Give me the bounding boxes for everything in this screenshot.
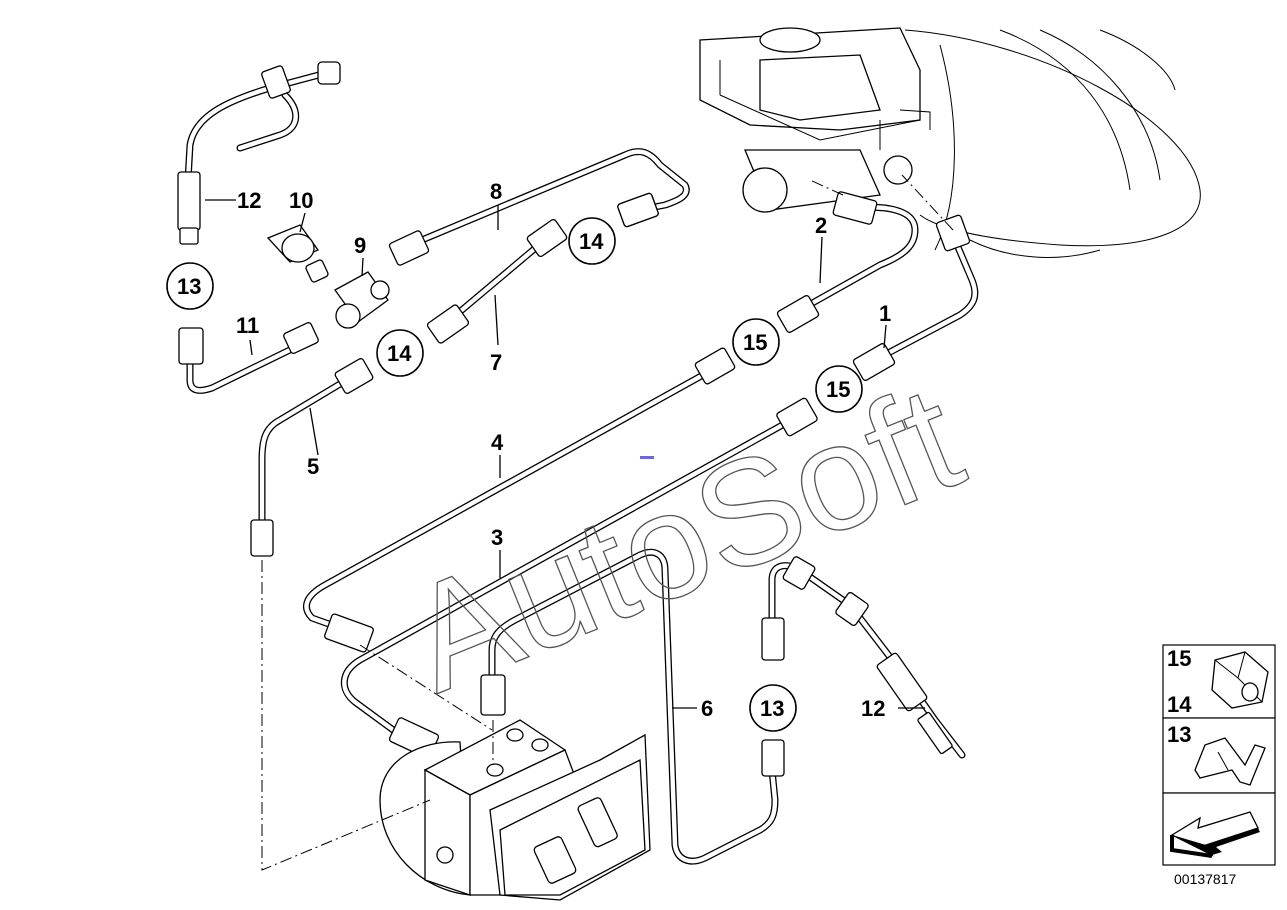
pipe-1 <box>852 214 979 381</box>
callout-11: 11 <box>236 313 259 338</box>
pipe-5 <box>250 358 374 557</box>
callout-7: 7 <box>490 350 502 375</box>
adapter-9 <box>334 271 390 329</box>
legend-clip-icon <box>1194 737 1266 786</box>
callout-13-lower: 13 <box>760 696 784 721</box>
circled-callout-13-lower: 13 <box>749 684 797 732</box>
pressure-sensor-10 <box>266 224 329 283</box>
callout-12-lower: 12 <box>861 696 885 721</box>
callout-1: 1 <box>879 301 891 326</box>
callout-15-left: 15 <box>743 330 767 355</box>
callout-15-right: 15 <box>826 377 850 402</box>
pipe-7 <box>426 218 568 344</box>
callout-6: 6 <box>701 696 713 721</box>
circled-callout-15-left: 15 <box>732 318 780 366</box>
reference-number: 00137817 <box>1174 871 1237 887</box>
legend-label-15: 15 <box>1167 646 1191 671</box>
leader-lines <box>205 199 925 709</box>
callout-13-upper: 13 <box>177 274 201 299</box>
pipe-4 <box>302 347 736 632</box>
assembly-line-2 <box>809 179 844 196</box>
callout-4: 4 <box>491 430 504 455</box>
legend-label-13: 13 <box>1167 722 1191 747</box>
watermark-dot <box>640 456 654 459</box>
callout-14-upper: 14 <box>579 229 604 254</box>
legend-label-14: 14 <box>1167 692 1192 717</box>
master-cylinder-reservoir <box>699 27 931 213</box>
callout-5: 5 <box>307 454 319 479</box>
callout-14-lower: 14 <box>387 341 412 366</box>
pipe-2 <box>776 191 919 333</box>
assembly-line-3 <box>359 644 493 731</box>
callout-12-upper: 12 <box>237 188 261 213</box>
callout-10: 10 <box>289 188 313 213</box>
callout-3: 3 <box>491 525 503 550</box>
circled-callout-15-right: 15 <box>815 365 863 413</box>
callout-2: 2 <box>815 213 827 238</box>
hydraulic-unit <box>379 719 651 901</box>
arrow-icon <box>1170 811 1260 858</box>
legend-nut-icon <box>1211 651 1269 709</box>
pipe-3 <box>324 397 818 759</box>
hose-12-upper <box>177 61 341 245</box>
brake-booster <box>904 29 1201 258</box>
hose-12-lower <box>761 556 966 759</box>
circled-callout-13-upper: 13 <box>166 262 214 310</box>
pipe-11 <box>178 322 319 394</box>
nut-14-loose <box>617 192 659 228</box>
assembly-line-5 <box>261 560 431 871</box>
callout-8: 8 <box>490 179 502 204</box>
pipe-6 <box>480 548 785 865</box>
circled-callout-14-upper: 14 <box>568 217 616 265</box>
callout-9: 9 <box>354 233 366 258</box>
circled-callout-14-lower: 14 <box>376 329 424 377</box>
legend-panel: 15 14 13 <box>1162 644 1276 866</box>
